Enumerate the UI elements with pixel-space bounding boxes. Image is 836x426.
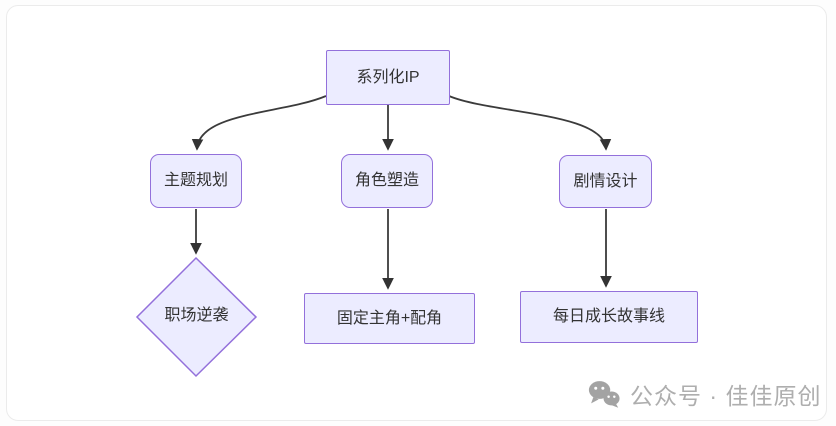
watermark-text: 公众号 · 佳佳原创 — [630, 383, 822, 409]
node-theme-planning-label: 主题规划 — [163, 172, 228, 189]
node-daily-storyline-label: 每日成长故事线 — [552, 308, 665, 325]
node-workplace-comeback-label: 职场逆袭 — [164, 307, 229, 324]
node-plot-design: 剧情设计 — [559, 155, 652, 208]
node-serialized-ip-label: 系列化IP — [356, 68, 420, 86]
node-character-building: 角色塑造 — [341, 154, 433, 208]
watermark: 公众号 · 佳佳原创 — [588, 377, 821, 411]
wechat-icon — [588, 381, 620, 408]
node-fixed-cast: 固定主角+配角 — [304, 293, 475, 344]
node-serialized-ip: 系列化IP — [326, 50, 450, 105]
node-fixed-cast-label: 固定主角+配角 — [336, 309, 443, 327]
node-daily-storyline: 每日成长故事线 — [520, 291, 698, 343]
node-character-building-label: 角色塑造 — [354, 172, 419, 189]
node-theme-planning: 主题规划 — [150, 154, 242, 208]
node-plot-design-label: 剧情设计 — [573, 172, 638, 190]
